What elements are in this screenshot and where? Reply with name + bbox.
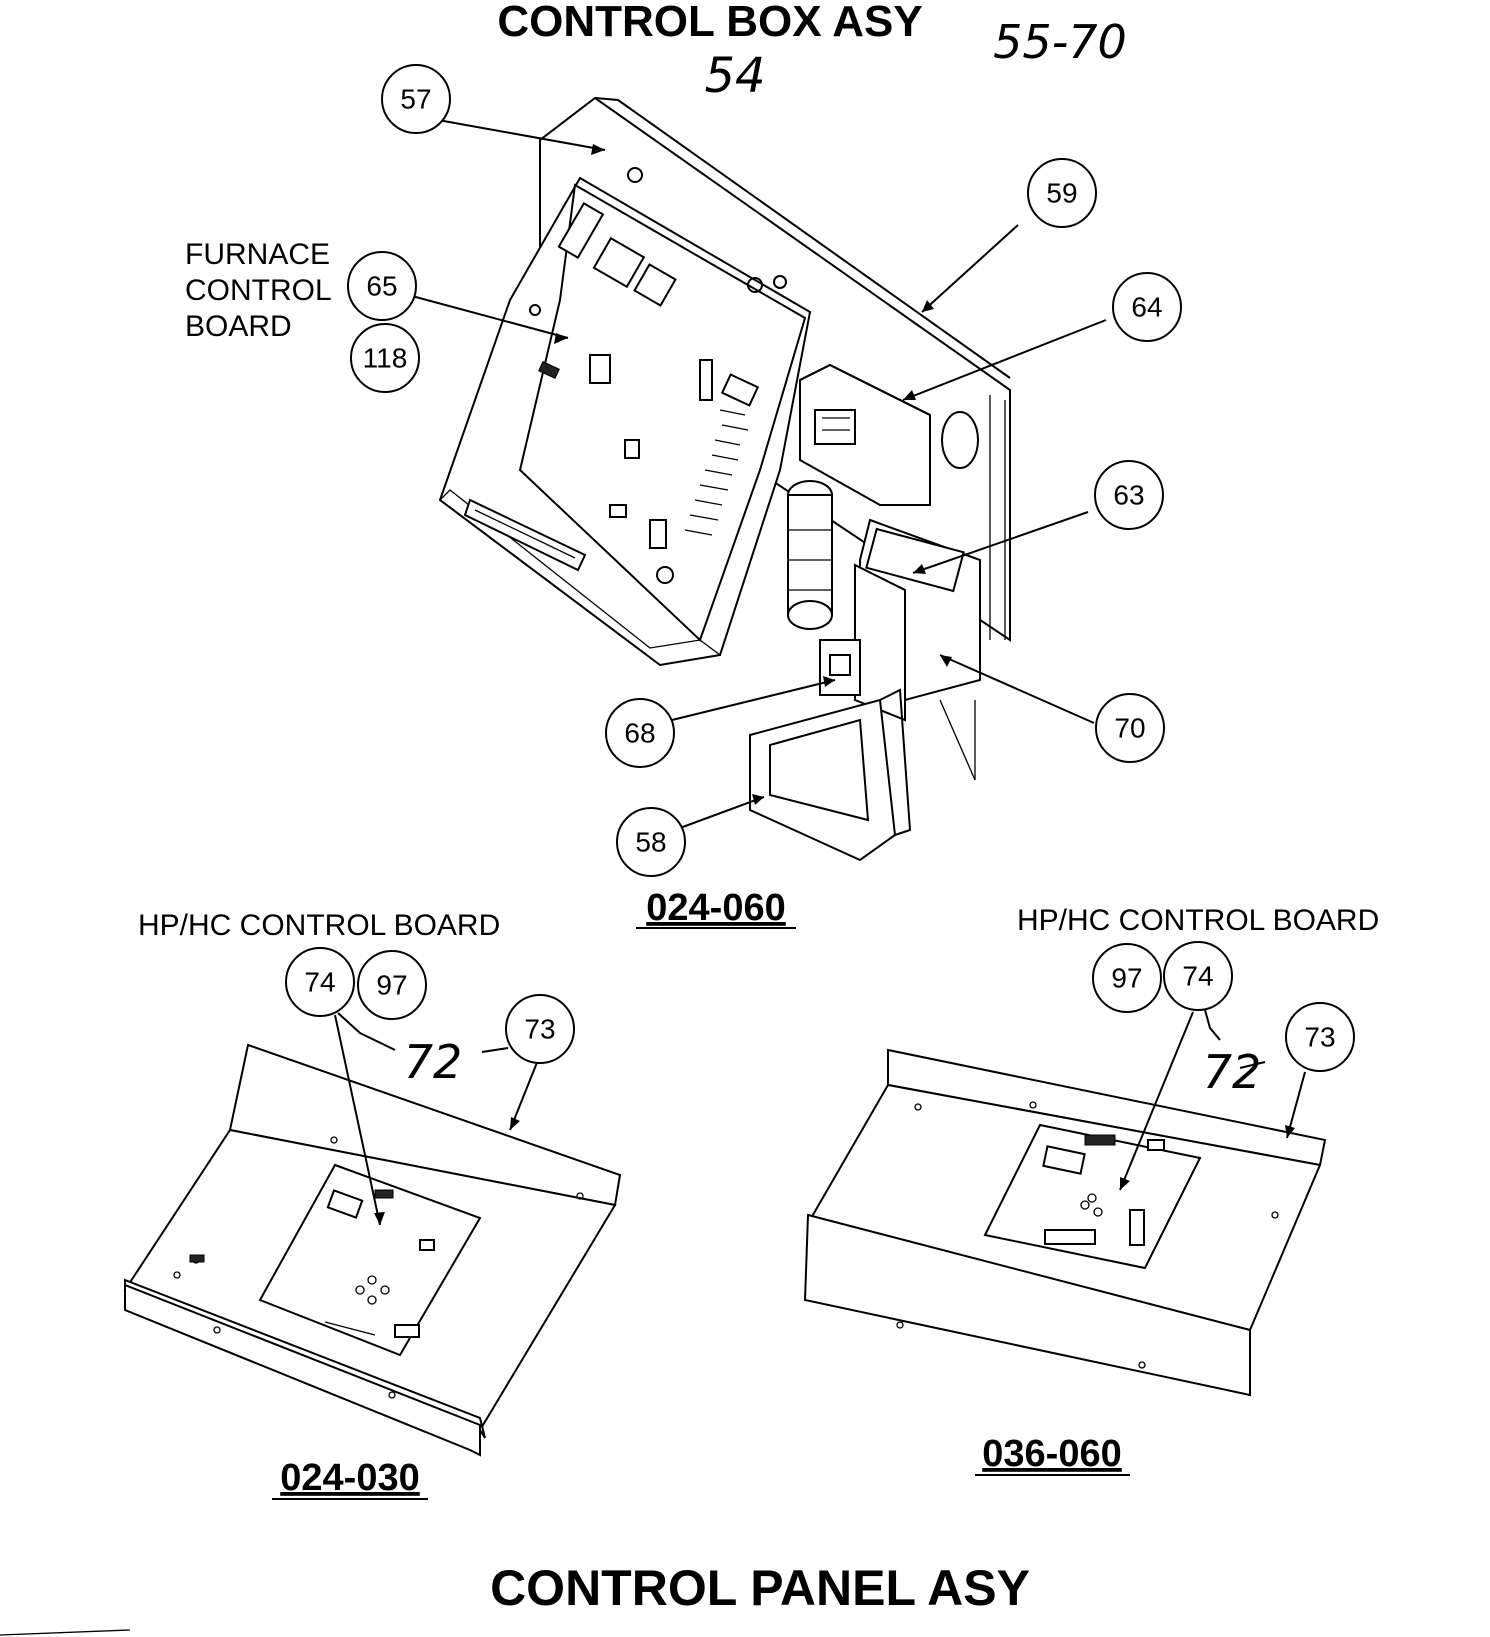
callout-118: 118 — [350, 323, 420, 393]
control-panel-right-drawing — [803, 1048, 1327, 1397]
svg-text:58: 58 — [635, 827, 666, 858]
furnace-label-line-2: CONTROL — [185, 274, 332, 307]
svg-text:118: 118 — [363, 343, 408, 374]
furnace-label-line-3: BOARD — [185, 310, 292, 343]
handwritten-range: 55-70 — [993, 15, 1127, 69]
svg-text:74: 74 — [304, 967, 335, 998]
callout-63: 63 — [1094, 460, 1164, 530]
svg-text:73: 73 — [1304, 1022, 1335, 1053]
model-024-060: 024-060 — [646, 887, 785, 929]
svg-text:73: 73 — [524, 1014, 555, 1045]
svg-text:70: 70 — [1114, 713, 1145, 744]
svg-text:57: 57 — [400, 84, 431, 115]
control-panel-left-leaders — [334, 1012, 539, 1226]
control-panel-title: CONTROL PANEL ASY — [490, 1560, 1030, 1616]
callout-64: 64 — [1112, 272, 1182, 342]
control-box-leaders — [411, 119, 1107, 829]
svg-text:63: 63 — [1113, 480, 1144, 511]
callout-73-left: 73 — [505, 994, 575, 1064]
svg-text:68: 68 — [624, 718, 655, 749]
handwritten-72-left: 72 — [404, 1035, 463, 1089]
svg-text:97: 97 — [376, 970, 407, 1001]
callout-97-right: 97 — [1092, 943, 1162, 1013]
control-box-drawing — [438, 96, 1011, 862]
handwritten-item-54: 54 — [704, 48, 765, 104]
svg-text:64: 64 — [1131, 292, 1162, 323]
callout-70: 70 — [1095, 693, 1165, 763]
model-024-030: 024-030 — [280, 1457, 419, 1499]
callout-97-left: 97 — [357, 950, 427, 1020]
callout-57: 57 — [381, 64, 451, 134]
control-panel-left-drawing — [123, 1043, 622, 1457]
handwritten-72-right: 72 — [1203, 1045, 1262, 1099]
furnace-label-line-1: FURNACE — [185, 238, 330, 271]
svg-text:65: 65 — [366, 271, 397, 302]
control-panel-right-leaders — [1119, 1009, 1306, 1191]
callout-74-right: 74 — [1163, 941, 1233, 1011]
svg-text:59: 59 — [1046, 178, 1077, 209]
control-box-title: CONTROL BOX ASY — [497, 0, 922, 46]
callout-68: 68 — [605, 698, 675, 768]
callout-58: 58 — [616, 807, 686, 877]
svg-text:97: 97 — [1111, 963, 1142, 994]
callout-74-left: 74 — [285, 947, 355, 1017]
callout-73-right: 73 — [1285, 1002, 1355, 1072]
callout-65: 65 — [347, 251, 417, 321]
hp-hc-label-left: HP/HC CONTROL BOARD — [138, 909, 500, 942]
svg-text:74: 74 — [1182, 961, 1213, 992]
callout-59: 59 — [1027, 158, 1097, 228]
hp-hc-label-right: HP/HC CONTROL BOARD — [1017, 904, 1379, 937]
model-036-060: 036-060 — [982, 1433, 1121, 1475]
